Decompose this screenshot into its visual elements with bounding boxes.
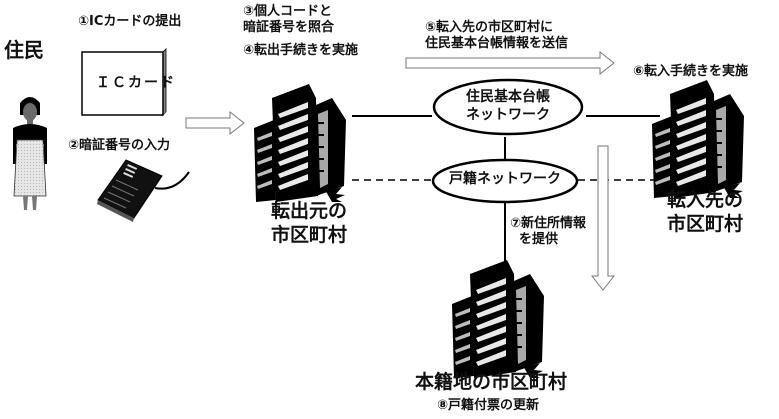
step-2-label: ②暗証番号の入力	[68, 138, 171, 153]
resident-registry-network-node	[432, 78, 584, 136]
step-8-label: ⑧戸籍付票の更新	[437, 398, 540, 413]
family-registry-network-node	[431, 158, 579, 204]
step-3-label: ③個人コードと 暗証番号を照合	[243, 4, 335, 35]
resident-person-icon	[13, 97, 47, 210]
resident-label: 住民	[4, 38, 44, 62]
destination-municipality-label: 転入先の 市区町村	[667, 189, 744, 235]
pin-keypad-icon	[97, 159, 190, 222]
origin-municipality-building-icon	[254, 84, 346, 202]
domicile-municipality-building-icon	[452, 260, 544, 378]
step-6-label: ⑥転入手続きを実施	[633, 64, 749, 79]
family-registry-network-label: 戸籍ネットワーク	[449, 171, 561, 187]
step-1-label: ①ICカードの提出	[78, 14, 182, 29]
resident-registry-network-label: 住民基本台帳 ネットワーク	[466, 89, 550, 123]
origin-municipality-label: 転出元の 市区町村	[271, 200, 348, 246]
destination-municipality-building-icon	[652, 80, 744, 198]
arrow-origin-to-destination	[405, 50, 615, 76]
step-4-label: ④転出手続きを実施	[243, 43, 359, 58]
step-7-label: ⑦新住所情報 を提供	[510, 216, 587, 247]
ic-card-label: ＩＣカード	[96, 75, 176, 91]
ic-card-icon	[81, 48, 167, 116]
domicile-municipality-label: 本籍地の市区町村	[415, 371, 568, 393]
arrow-resident-to-origin	[185, 110, 245, 136]
step-5-label: ⑤転入先の市区町村に 住民基本台帳情報を送信	[425, 20, 569, 51]
arrow-down-to-domicile	[590, 145, 616, 291]
